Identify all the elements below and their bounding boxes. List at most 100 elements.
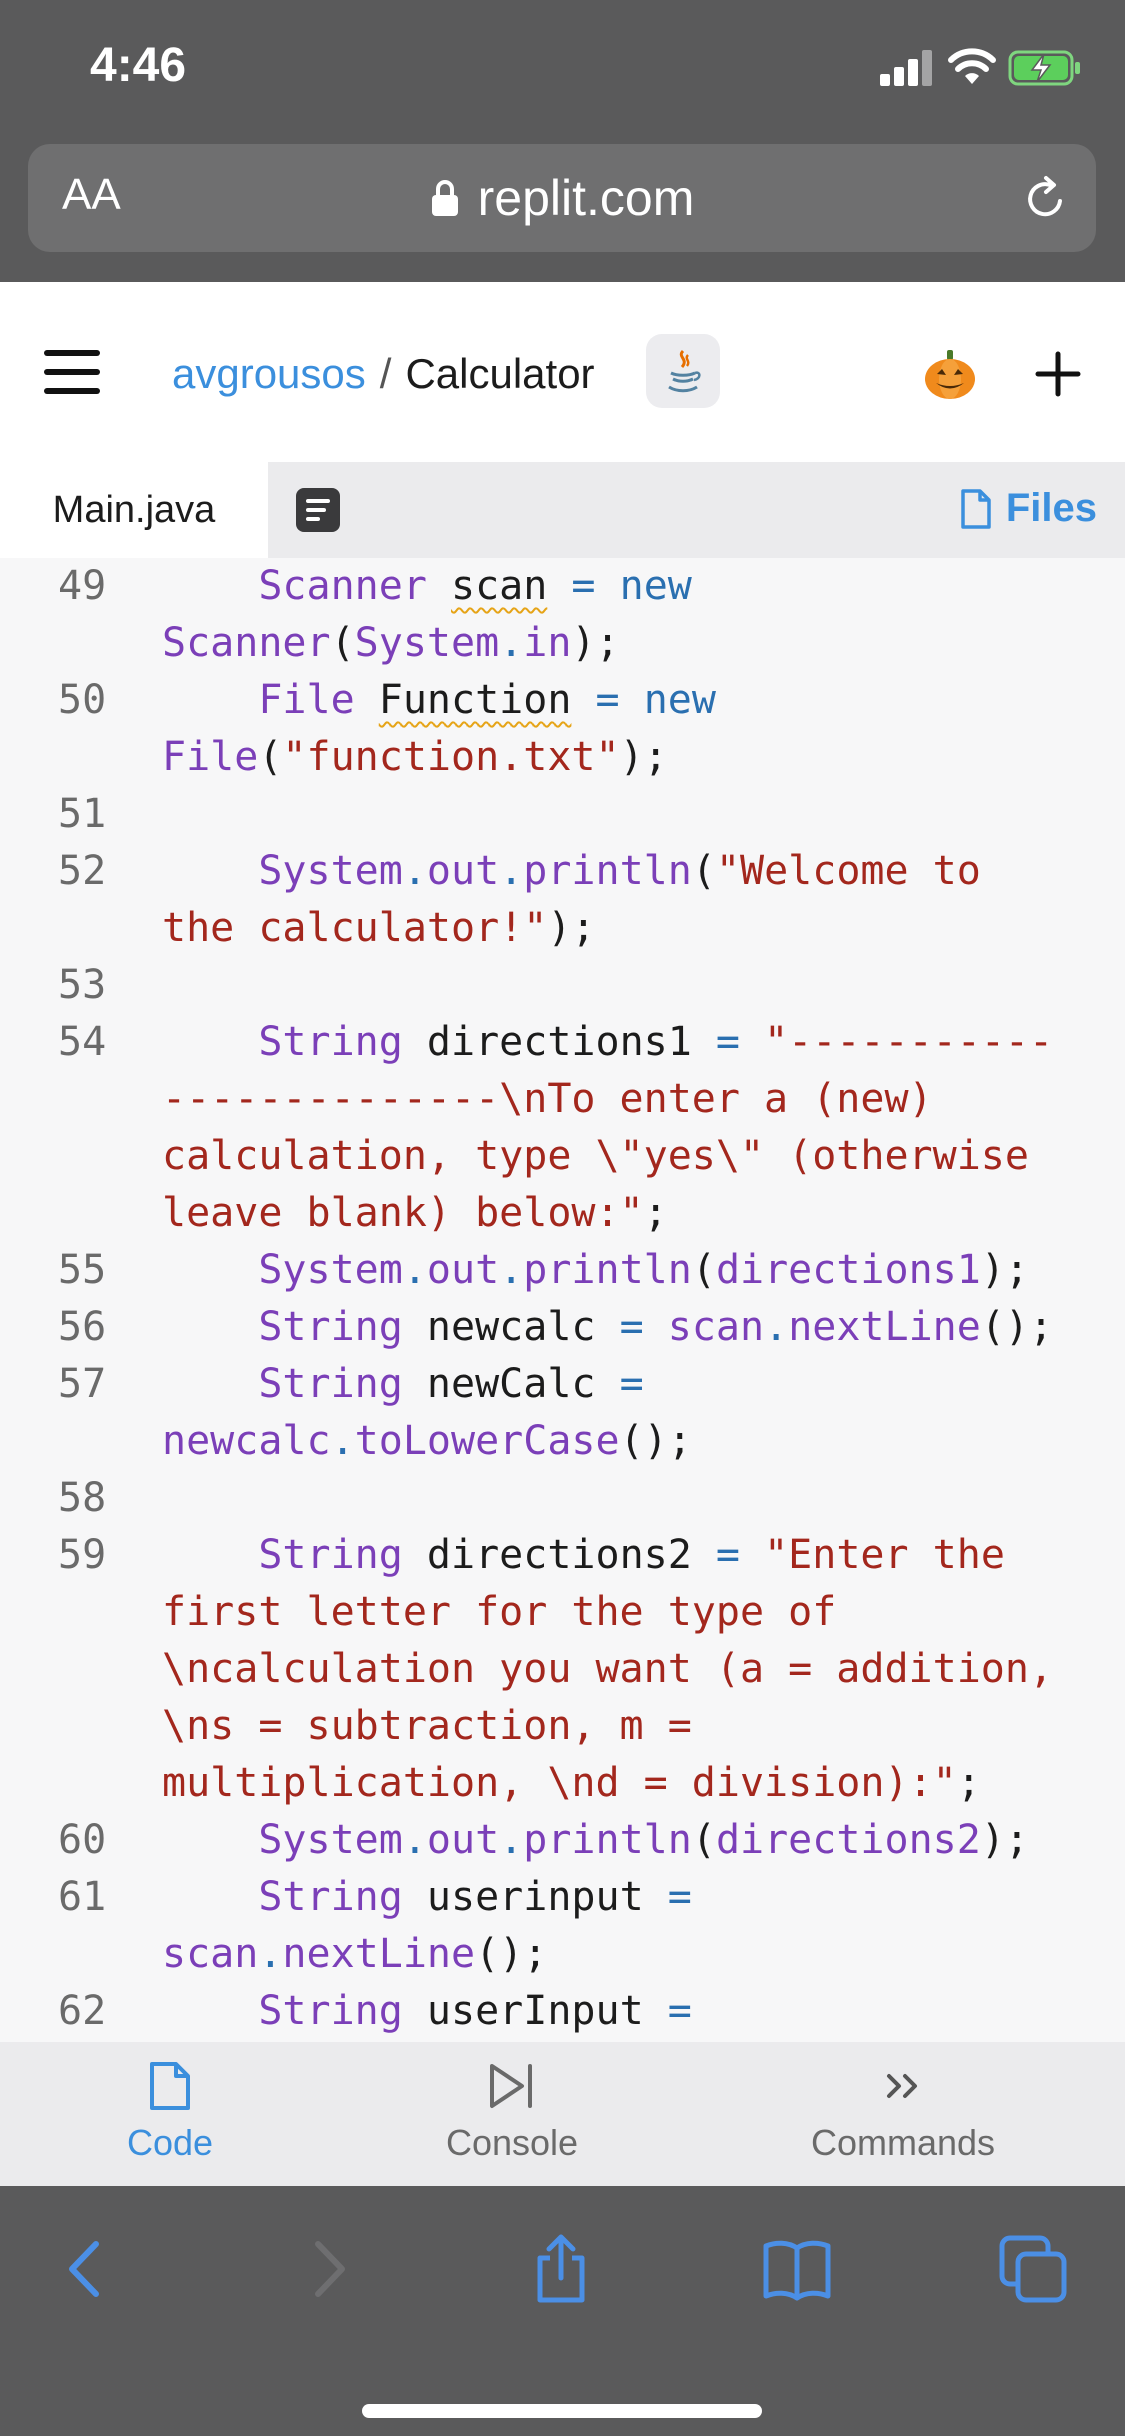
line-code: String userInput = xyxy=(162,1983,692,2040)
code-token xyxy=(162,1304,258,1350)
code-line: 52 System.out.println("Welcome to xyxy=(0,843,1125,900)
code-token: . xyxy=(499,848,524,894)
bookmarks-icon[interactable] xyxy=(762,2234,832,2304)
code-token: new xyxy=(643,677,716,723)
line-number: 49 xyxy=(58,563,107,609)
url-display[interactable]: replit.com xyxy=(28,144,1096,252)
tabs-icon[interactable] xyxy=(998,2234,1068,2304)
safari-toolbar xyxy=(0,2186,1125,2436)
pumpkin-icon[interactable] xyxy=(922,346,978,402)
menu-icon[interactable] xyxy=(44,350,100,394)
code-token: scan xyxy=(667,1304,765,1350)
code-token: newcalc xyxy=(162,1418,331,1464)
code-line: 59 String directions2 = "Enter the xyxy=(0,1527,1125,1584)
lock-icon xyxy=(431,180,458,216)
nav-commands-label: Commands xyxy=(810,2122,996,2163)
line-code: leave blank) below:"; xyxy=(162,1185,668,1242)
code-token: Scanner xyxy=(258,563,427,609)
code-token: ); xyxy=(571,620,620,666)
code-token: the calculator!" xyxy=(162,905,548,951)
code-token: nextLine xyxy=(282,1931,476,1977)
line-number: 51 xyxy=(58,791,107,837)
nav-console[interactable]: Console xyxy=(402,2060,622,2164)
line-code: scan.nextLine(); xyxy=(162,1926,547,1983)
code-token: ); xyxy=(547,905,596,951)
code-line: 60 System.out.println(directions2); xyxy=(0,1812,1125,1869)
breadcrumb-user-link[interactable]: avgrousos xyxy=(172,350,366,397)
line-number: 56 xyxy=(58,1304,107,1350)
code-token: ; xyxy=(643,1190,668,1236)
forward-arrow-icon[interactable] xyxy=(292,2234,362,2304)
line-code: \ncalculation you want (a = addition, xyxy=(162,1641,1053,1698)
nav-code-label: Code xyxy=(126,2122,214,2163)
code-token: "----------- xyxy=(764,1019,1054,1065)
code-token: = xyxy=(715,1532,740,1578)
nav-commands[interactable]: Commands xyxy=(793,2060,1013,2164)
code-file-icon xyxy=(150,2062,190,2110)
code-token: directions2 xyxy=(402,1532,716,1578)
wifi-icon xyxy=(948,48,996,84)
line-code: first letter for the type of xyxy=(162,1584,836,1641)
nav-code[interactable]: Code xyxy=(60,2060,280,2164)
code-token: \ns = subtraction, m = xyxy=(162,1703,692,1749)
code-token: out xyxy=(426,1247,500,1293)
code-token: File xyxy=(162,734,259,780)
tab-label: Main.java xyxy=(52,488,216,531)
code-token xyxy=(355,677,379,723)
code-line: scan.nextLine(); xyxy=(0,1926,1125,1983)
tab-main-java[interactable]: Main.java xyxy=(0,462,268,558)
editor-tab-bar: Main.java Files xyxy=(0,462,1125,558)
code-token: . xyxy=(764,1304,789,1350)
line-code: newcalc.toLowerCase(); xyxy=(162,1413,692,1470)
code-token xyxy=(162,1874,258,1920)
file-outline-icon[interactable] xyxy=(296,488,340,532)
code-token: ( xyxy=(258,734,283,780)
code-token: . xyxy=(402,1817,427,1863)
code-token: String xyxy=(258,1019,403,1065)
files-button[interactable]: Files xyxy=(960,486,1097,531)
code-token: System xyxy=(258,1817,403,1863)
code-token: System xyxy=(258,1247,403,1293)
line-code: String newCalc = xyxy=(162,1356,643,1413)
code-line: 49 Scanner scan = new xyxy=(0,558,1125,615)
line-number: 61 xyxy=(58,1874,107,1920)
repl-name[interactable]: Calculator xyxy=(405,350,595,397)
code-token: ( xyxy=(691,1817,716,1863)
code-token: "function.txt" xyxy=(282,734,620,780)
line-number: 52 xyxy=(58,848,107,894)
code-line: 54 String directions1 = "----------- xyxy=(0,1014,1125,1071)
share-icon[interactable] xyxy=(526,2234,596,2304)
breadcrumb-separator: / xyxy=(379,350,392,397)
code-token: ; xyxy=(956,1760,981,1806)
line-code: String directions1 = "----------- xyxy=(162,1014,1053,1071)
reload-icon[interactable] xyxy=(1020,174,1070,224)
code-token: = xyxy=(667,1874,692,1920)
code-token: = xyxy=(619,1304,644,1350)
code-token xyxy=(620,677,644,723)
code-token: = xyxy=(571,563,596,609)
address-bar[interactable]: AA replit.com xyxy=(28,144,1096,252)
add-icon[interactable] xyxy=(1034,350,1082,398)
code-token: . xyxy=(402,1247,427,1293)
line-number: 53 xyxy=(58,962,107,1008)
code-token: new xyxy=(619,563,692,609)
code-line: 50 File Function = new xyxy=(0,672,1125,729)
code-token: String xyxy=(258,1304,403,1350)
line-code: \ns = subtraction, m = xyxy=(162,1698,692,1755)
chevrons-right-icon xyxy=(887,2074,917,2098)
code-line: first letter for the type of xyxy=(0,1584,1125,1641)
code-token: --------------\nTo enter a (new) xyxy=(162,1076,933,1122)
code-token xyxy=(162,1817,258,1863)
java-language-badge[interactable] xyxy=(646,334,720,408)
code-token xyxy=(162,677,258,723)
code-token: out xyxy=(426,848,500,894)
status-time: 4:46 xyxy=(90,39,187,92)
home-indicator xyxy=(362,2404,762,2418)
reader-text-size-button[interactable]: AA xyxy=(62,170,121,219)
back-arrow-icon[interactable] xyxy=(52,2234,122,2304)
code-line: calculation, type \"yes\" (otherwise xyxy=(0,1128,1125,1185)
line-code: File Function = new xyxy=(162,672,716,729)
line-code: String userinput = xyxy=(162,1869,692,1926)
